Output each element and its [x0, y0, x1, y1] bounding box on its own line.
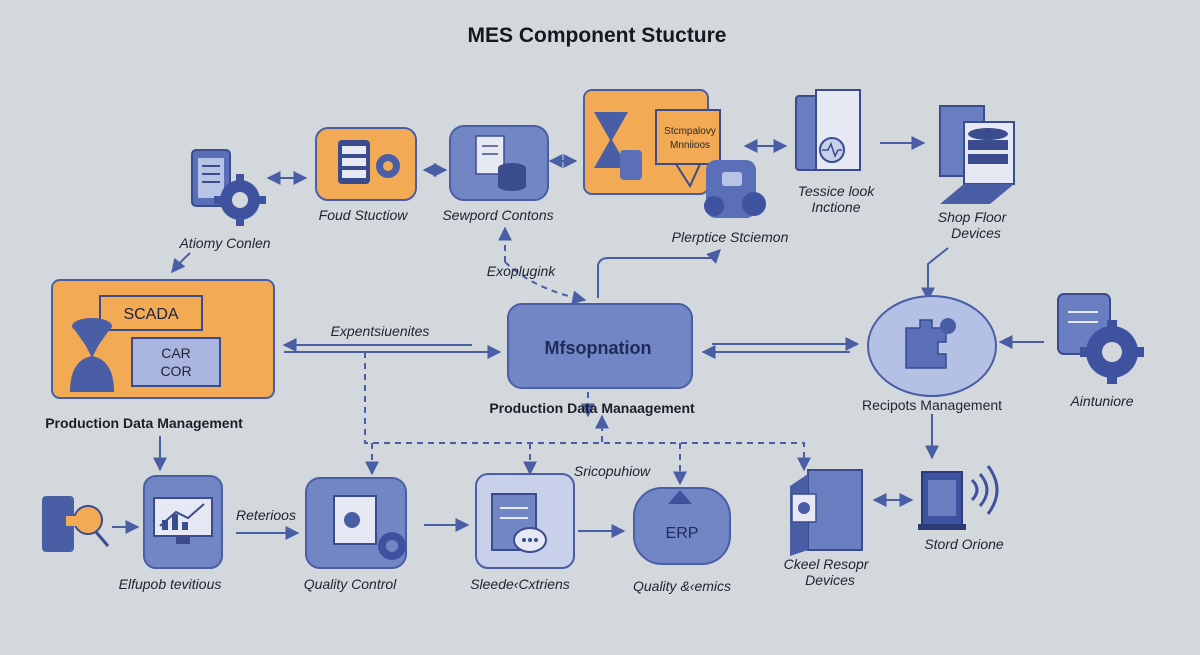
quality-sdemics-label: Quality &‹emics	[633, 578, 731, 594]
scada-caption: Production Data Management	[45, 415, 243, 431]
exoplugink-label: Exoplugink	[487, 263, 556, 279]
ckeel-label-2: Devices	[805, 572, 855, 588]
aintuniore-label: Aintuniore	[1069, 393, 1133, 409]
plerptice-box[interactable]: Stcmpalovy Mnniioos	[583, 89, 721, 195]
diagram-title: MES Component Stucture	[467, 24, 726, 47]
cor-label: COR	[160, 363, 191, 379]
puzzle-brain-icon[interactable]	[867, 295, 997, 397]
wireless-device-icon[interactable]	[918, 465, 999, 530]
sewpord-box[interactable]	[449, 125, 549, 201]
dash-bus	[364, 352, 811, 472]
arrow-shop-recipes	[921, 247, 949, 302]
erp-label: ERP	[666, 525, 699, 542]
automy-label: Atiomy Conlen	[178, 235, 270, 251]
scada-block[interactable]: SCADA CAR COR	[51, 279, 275, 399]
recipes-label: Recipots Management	[862, 397, 1002, 413]
food-label: Foud Stuctiow	[319, 207, 409, 223]
sticky-note-line2: Mnniioos	[670, 140, 710, 151]
sticky-note	[655, 109, 721, 165]
tablet-gear-icon	[191, 149, 266, 226]
document-chat-icon	[491, 493, 547, 553]
stord-label: Stord Orione	[924, 536, 1004, 552]
sticky-note-line1: Stcmpalovy	[664, 126, 716, 137]
scada-tag	[99, 295, 203, 331]
sewpord-label: Sewpord Contons	[442, 207, 553, 223]
center-node[interactable]: Mfsopnation	[507, 303, 693, 389]
database-gear-icon	[338, 140, 400, 184]
quality-control-label: Quality Control	[304, 576, 397, 592]
center-label: Mfsopnation	[545, 338, 652, 358]
elfupob-box[interactable]	[143, 475, 223, 569]
expents-label: Expentsiuenites	[331, 323, 430, 339]
car-label: CAR	[161, 345, 191, 361]
shop-floor-label-1: Shop Floor	[938, 209, 1008, 225]
chart-monitor-icon	[153, 497, 213, 544]
scada-label: SCADA	[123, 306, 178, 323]
sricopuhiow-label: Sricopuhiow	[574, 463, 651, 479]
tessice-label-1: Tessice look	[798, 183, 876, 199]
sleedex-box[interactable]	[475, 473, 575, 569]
plerptice-label: Plerptice Stciemon	[672, 229, 789, 245]
hourglass-hand-icon	[594, 112, 642, 180]
erp-hex-icon	[668, 490, 692, 504]
person-hourglass-icon	[70, 318, 114, 392]
arrow-exoplugink-down	[504, 261, 587, 305]
sleedex-label: Sleede‹Cxtriens	[470, 576, 570, 592]
ckeel-label-1: Ckeel Resopr	[784, 556, 870, 572]
food-box[interactable]	[315, 127, 417, 201]
document-database-icon	[475, 135, 526, 191]
server-database-icon	[939, 105, 1015, 204]
car-cor-box	[131, 337, 221, 387]
elfupob-label: Elfupob tevitious	[119, 576, 222, 592]
erp-box[interactable]: ERP	[633, 487, 731, 565]
device-tower-icon[interactable]	[790, 469, 863, 556]
reterioos-label: Reterioos	[236, 507, 296, 523]
document-gear-box-icon	[333, 495, 406, 560]
document-gear-icon	[1057, 293, 1144, 384]
puzzle-gear-icon	[704, 160, 766, 218]
quality-control-box[interactable]	[305, 477, 407, 569]
shop-floor-label-2: Devices	[951, 225, 1001, 241]
center-caption: Production Data Manaagement	[489, 400, 695, 416]
arrow-center-plerptice	[597, 249, 721, 298]
connectors	[112, 136, 1044, 540]
tessice-label-2: Inctione	[811, 199, 860, 215]
magnifier-hand-icon	[42, 496, 110, 552]
arrow-automy-curve	[171, 252, 191, 274]
document-monitor-icon	[795, 89, 861, 171]
